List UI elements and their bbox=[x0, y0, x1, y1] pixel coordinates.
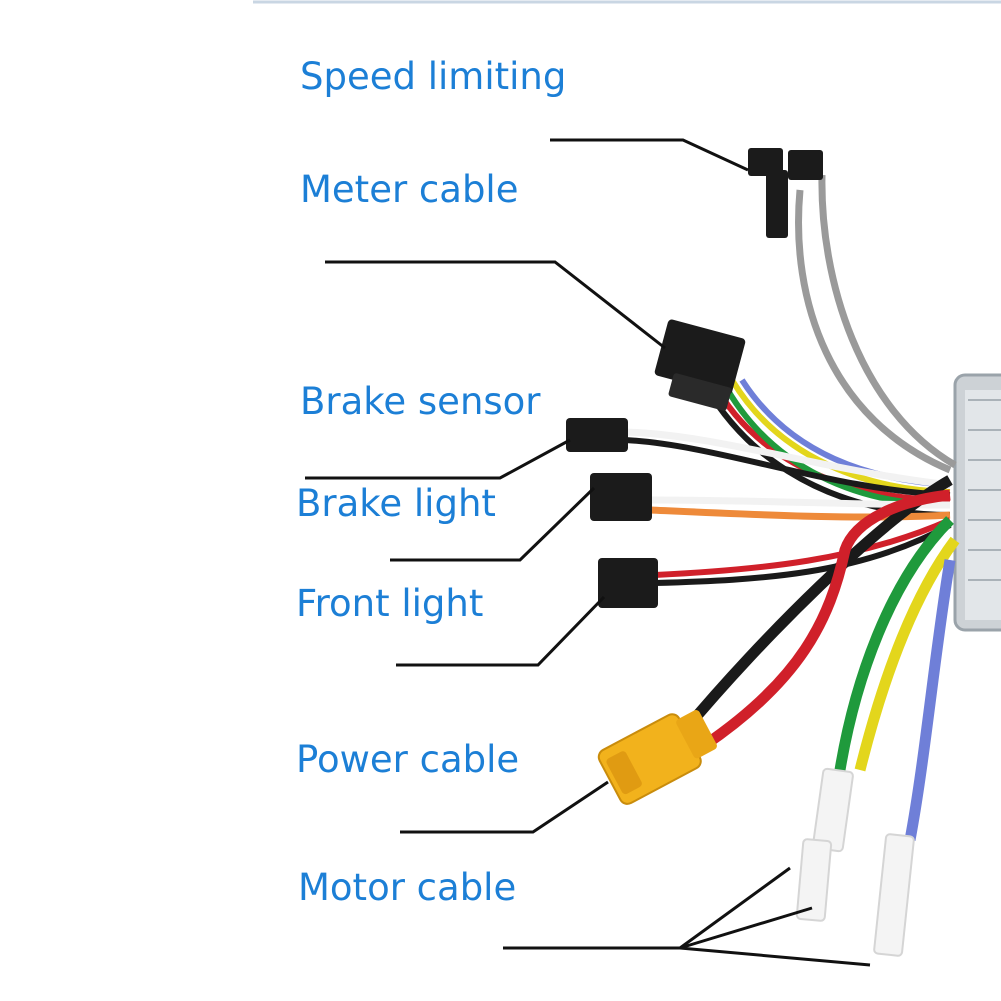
meter-cable-connector bbox=[654, 319, 746, 411]
motor-wire-green bbox=[834, 516, 954, 771]
xt60-power-connector bbox=[597, 710, 717, 805]
speed-limiting-connector bbox=[748, 148, 823, 238]
power-wire-red bbox=[701, 489, 951, 750]
leader-power-cable bbox=[400, 780, 609, 834]
leader-meter-cable bbox=[325, 260, 666, 350]
leader-motor-cable-2 bbox=[679, 906, 813, 950]
motor-wire-blue bbox=[904, 559, 956, 842]
leader-speed-limiting bbox=[550, 138, 749, 172]
motor-connectors bbox=[795, 767, 915, 957]
label-front-light: Front light bbox=[296, 582, 484, 625]
brake-light-connector bbox=[590, 473, 652, 521]
label-power-cable: Power cable bbox=[296, 738, 520, 781]
front-light-wire-black bbox=[654, 522, 952, 586]
meter-wire-1 bbox=[795, 189, 952, 474]
label-meter-cable: Meter cable bbox=[300, 168, 519, 211]
controller-box bbox=[953, 373, 1001, 632]
motor-wire-yellow bbox=[854, 536, 960, 772]
label-speed-limiting: Speed limiting bbox=[300, 55, 567, 98]
meter-wire-2 bbox=[818, 174, 957, 469]
brake-light-wire-orange bbox=[649, 506, 951, 521]
brake-sensor-wire-black bbox=[624, 437, 951, 498]
brake-sensor-wire-white bbox=[624, 428, 951, 489]
leader-brake-light bbox=[390, 486, 596, 562]
leader-motor-cable-1 bbox=[503, 866, 791, 950]
leader-motor-cable-3 bbox=[679, 946, 871, 967]
label-motor-cable: Motor cable bbox=[298, 866, 517, 909]
leader-front-light bbox=[396, 595, 606, 667]
leader-lines bbox=[305, 138, 871, 967]
leader-brake-sensor bbox=[305, 438, 571, 480]
front-light-connector bbox=[598, 558, 658, 608]
front-light-wire-red bbox=[654, 517, 952, 578]
label-brake-light: Brake light bbox=[296, 482, 496, 525]
brake-sensor-connector bbox=[566, 418, 628, 452]
label-brake-sensor: Brake sensor bbox=[300, 380, 541, 423]
